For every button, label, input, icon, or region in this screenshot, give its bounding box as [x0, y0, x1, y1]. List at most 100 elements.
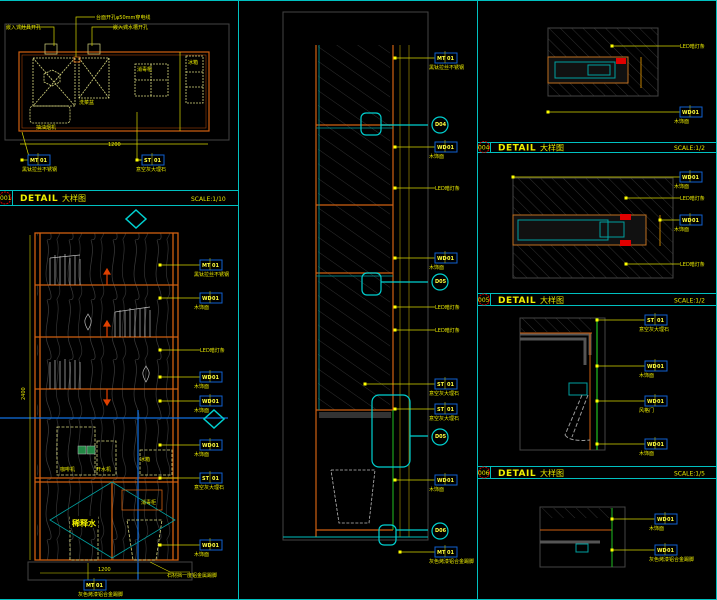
- material-name: LED暗灯条: [435, 185, 460, 192]
- material-tag-number: 01: [692, 110, 699, 116]
- leader-dot: [511, 175, 515, 179]
- plan-note-cooktop-cutout: 嵌入式灶具开孔: [6, 24, 41, 31]
- material-name: LED暗灯条: [680, 261, 705, 268]
- material-name: 风格门: [639, 407, 654, 414]
- section-marker: [124, 208, 226, 430]
- leader-dot: [393, 305, 397, 309]
- callout-led: LED暗灯条: [393, 185, 460, 192]
- material-tag-number: 01: [692, 175, 699, 181]
- plan-note-wire-hole: 台面开孔φ50mm穿电线: [96, 14, 150, 21]
- material-tag-box: [199, 439, 223, 451]
- material-name: 木饰面: [639, 372, 654, 379]
- material-tag-number: 01: [96, 583, 103, 589]
- material-tag-code: WD: [647, 364, 657, 370]
- detail-scale: SCALE:1/2: [674, 145, 705, 152]
- section-ref-label: D06: [435, 528, 447, 534]
- detail-number-circle: [478, 293, 490, 306]
- section-ref-bubble[interactable]: D04: [431, 116, 449, 134]
- material-tag-box: [654, 513, 678, 525]
- material-name: 木饰面: [429, 486, 444, 493]
- plan-label-grid: 消毒柜: [137, 66, 152, 73]
- detail-number: 006: [478, 470, 490, 477]
- material-tag-number: 01: [212, 399, 219, 405]
- material-tag-box: [679, 214, 703, 226]
- material-tag-box: [434, 52, 458, 64]
- detail-number-circle: [478, 141, 490, 153]
- cabinet-section: [282, 11, 429, 546]
- cooktop: [29, 57, 76, 124]
- material-tag-number: 01: [212, 375, 219, 381]
- material-tag-code: MT: [86, 583, 95, 589]
- material-tag-number: 01: [667, 548, 674, 554]
- section-ref-label: D04: [435, 122, 447, 128]
- material-tag-code: ST: [437, 407, 445, 413]
- material-name: LED暗灯条: [200, 347, 225, 354]
- material-name: 黑钛拉丝不锈钢: [194, 271, 229, 278]
- material-tag-number: 01: [447, 256, 454, 262]
- detail-subtitle: 大样图: [62, 193, 86, 203]
- material-tag-box: [199, 395, 223, 407]
- material-name: LED暗灯条: [435, 304, 460, 311]
- material-name: 意空灰大理石: [136, 166, 166, 173]
- material-name: 木饰面: [194, 304, 209, 311]
- material-name: 意空灰大理石: [194, 484, 224, 491]
- material-tag-code: WD: [202, 443, 212, 449]
- detail-subtitle: 大样图: [540, 468, 564, 478]
- material-tag-number: 01: [447, 550, 454, 556]
- leader-dot: [158, 296, 162, 300]
- material-tag-number: 01: [692, 218, 699, 224]
- material-tag-code: WD: [657, 517, 667, 523]
- material-tag-code: WD: [647, 442, 657, 448]
- material-name: 灰色烤漆铝合金踢脚: [429, 558, 474, 565]
- material-name: 木饰面: [674, 183, 689, 190]
- section-ref-bubble[interactable]: D05: [431, 273, 449, 291]
- material-tag-code: MT: [30, 158, 39, 164]
- material-tag-box: [434, 378, 458, 390]
- material-name: 木饰面: [194, 407, 209, 414]
- material-tag-box: [83, 579, 107, 591]
- detail-subtitle: 大样图: [540, 143, 564, 153]
- section-ref-bubble[interactable]: D06: [431, 522, 449, 540]
- material-tag-code: WD: [657, 548, 667, 554]
- material-tag-code: WD: [437, 256, 447, 262]
- section-ref-bubble[interactable]: D05: [431, 428, 449, 446]
- leader-dot: [135, 158, 139, 162]
- material-tag-number: 01: [40, 158, 47, 164]
- material-tag-code: WD: [437, 145, 447, 151]
- material-name: 意空灰大理石: [639, 326, 669, 333]
- callout-led: LED暗灯条: [158, 347, 225, 354]
- material-tag-box: [434, 403, 458, 415]
- material-name: 黑钛拉丝不锈钢: [429, 64, 464, 71]
- panel-header-001: 001 DETAIL 大样图 SCALE:1/10: [0, 191, 226, 205]
- material-name: 木饰面: [194, 551, 209, 558]
- detail-number: 005: [478, 297, 490, 304]
- material-tag-number: 01: [447, 407, 454, 413]
- material-tag-number: 01: [447, 478, 454, 484]
- leader-dot: [595, 364, 599, 368]
- leader-dot: [393, 256, 397, 260]
- detail-005-plan-drawing: [512, 177, 674, 279]
- material-tag-code: ST: [437, 382, 445, 388]
- material-name: 意空灰大理石: [429, 415, 459, 422]
- material-tag-box: [27, 154, 51, 166]
- material-tag-code: WD: [202, 543, 212, 549]
- material-tag-number: 01: [657, 318, 664, 324]
- leader-dot: [393, 407, 397, 411]
- material-tag-code: WD: [682, 218, 692, 224]
- material-name: 木饰面: [429, 153, 444, 160]
- detail-subtitle: 大样图: [540, 295, 564, 305]
- detail-scale: SCALE:1/2: [674, 298, 705, 305]
- detail-title: DETAIL: [498, 469, 536, 479]
- material-name: 木饰面: [194, 451, 209, 458]
- material-tag-code: WD: [682, 175, 692, 181]
